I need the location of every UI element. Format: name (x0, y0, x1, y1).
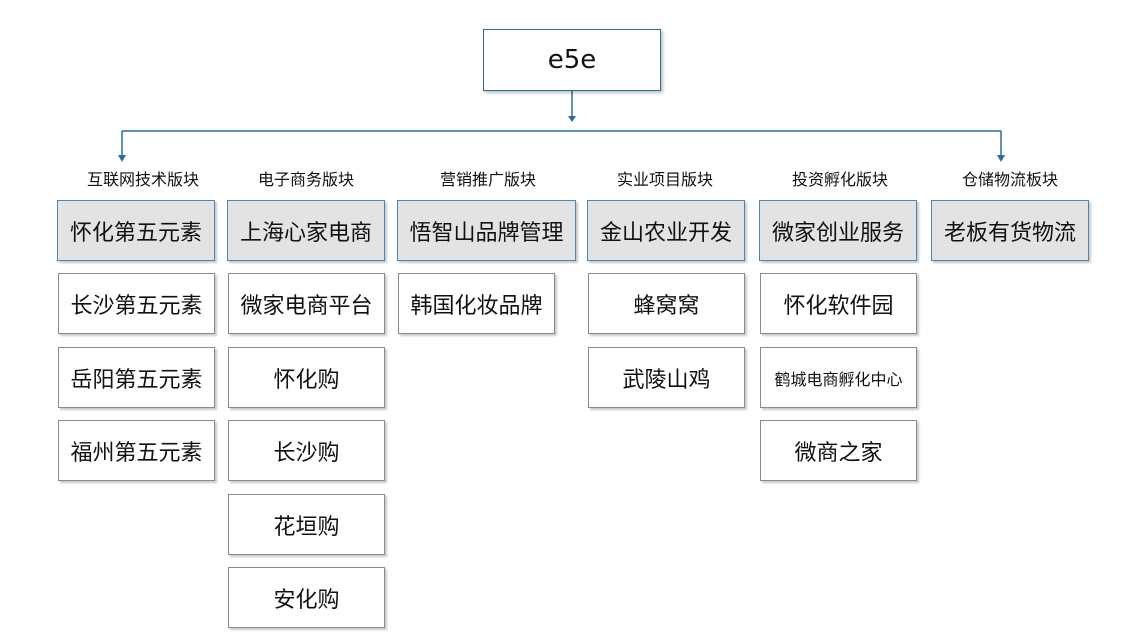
sub-item-node: 微商之家 (760, 420, 917, 481)
sub-item-node: 怀化购 (228, 347, 385, 408)
sub-item-node: 福州第五元素 (58, 420, 215, 481)
sub-item-node: 韩国化妆品牌 (398, 273, 555, 334)
section-label: 实业项目版块 (616, 170, 713, 189)
section-label: 互联网技术版块 (86, 170, 199, 189)
sub-item-node: 怀化软件园 (760, 273, 917, 334)
section-label: 仓储物流板块 (961, 170, 1058, 189)
sub-item-node: 长沙第五元素 (58, 273, 215, 334)
section-label: 投资孵化版块 (791, 170, 888, 189)
section-label: 电子商务版块 (257, 170, 354, 189)
section-head-node: 微家创业服务 (759, 200, 917, 261)
section-head-node: 悟智山品牌管理 (397, 200, 576, 261)
sub-item-node: 武陵山鸡 (588, 347, 745, 408)
sub-item-node: 微家电商平台 (228, 273, 385, 334)
sub-item-node: 岳阳第五元素 (58, 347, 215, 408)
left-branch-arrowhead (118, 155, 126, 162)
sub-item-node: 长沙购 (228, 420, 385, 481)
sub-item-node: 花垣购 (228, 494, 385, 555)
section-head-node: 怀化第五元素 (57, 200, 215, 261)
section-head-node: 老板有货物流 (931, 200, 1089, 261)
section-head-node: 金山农业开发 (587, 200, 745, 261)
right-branch-arrowhead (997, 155, 1005, 162)
sub-item-node: 蜂窝窝 (588, 273, 745, 334)
sub-item-node: 鹤城电商孵化中心 (760, 347, 917, 408)
sub-item-node: 安化购 (228, 567, 385, 628)
section-head-node: 上海心家电商 (227, 200, 385, 261)
section-label: 营销推广版块 (439, 170, 536, 189)
root-arrowhead (568, 116, 576, 122)
root-node: e5e (483, 29, 661, 91)
